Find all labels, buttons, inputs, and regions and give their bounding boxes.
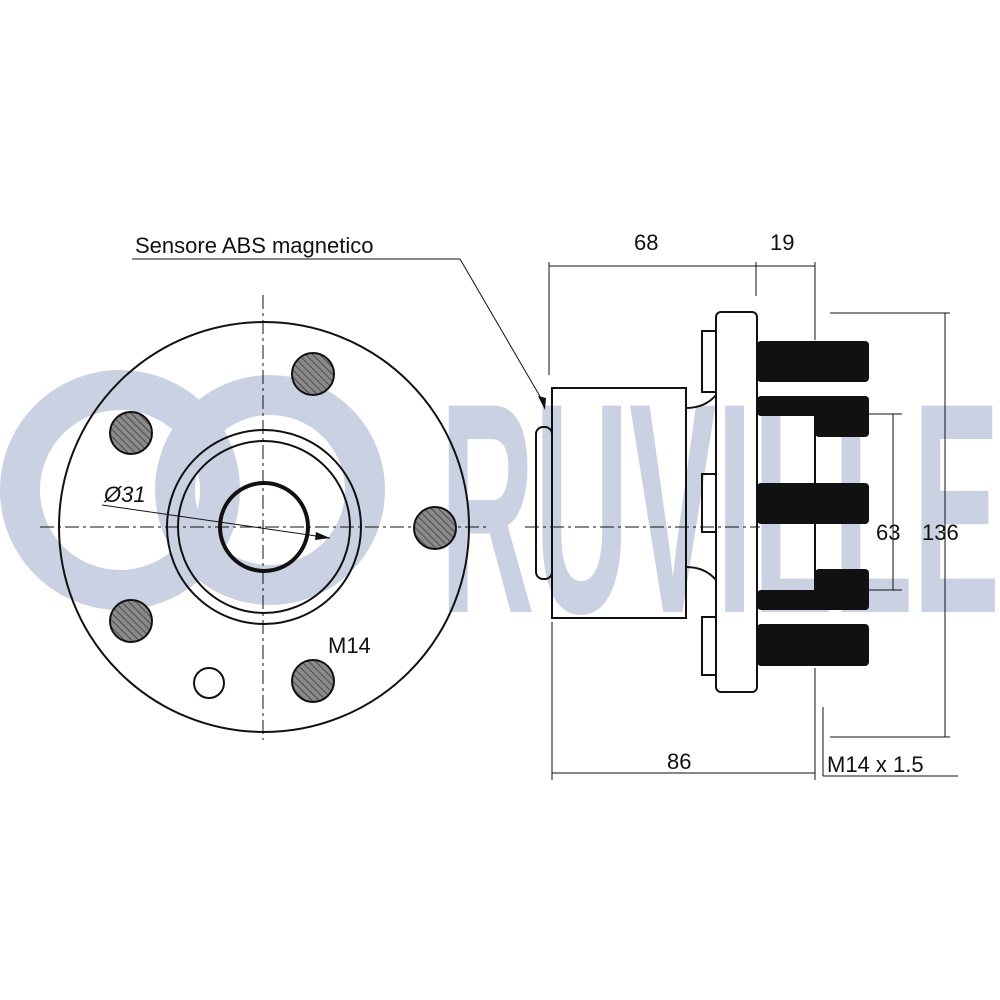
brand-watermark: RUVILLE: [0, 340, 1000, 676]
stud-hole: [291, 352, 335, 396]
hub-ring-outer: [166, 429, 362, 625]
hub-ring-inner: [177, 440, 351, 614]
watermark-text: RUVILLE: [440, 340, 1000, 676]
sensor-label: Sensore ABS magnetico: [135, 233, 373, 258]
stud-hole: [291, 659, 335, 703]
diameter-leader: [101, 504, 331, 539]
flange-outline: [58, 321, 470, 733]
dimension-63: 63: [876, 520, 900, 545]
sensor-leader: [459, 258, 546, 406]
wheel-studs: [757, 341, 869, 666]
dimension-86: 86: [667, 749, 691, 774]
stud-holes: [109, 352, 457, 703]
dimension-19: 19: [770, 230, 794, 255]
positioning-hole: [193, 667, 225, 699]
bore-circle: [218, 481, 310, 573]
front-view: [40, 295, 490, 740]
side-view: [525, 311, 869, 693]
wheel-stud: [757, 341, 869, 382]
dimension-lines: [548, 262, 958, 780]
wheel-stud: [757, 483, 869, 524]
dimension-136: 136: [922, 520, 959, 545]
bore-diameter-label: Ø31: [103, 482, 146, 507]
arrow-icon: [315, 532, 330, 540]
dimension-68: 68: [634, 230, 658, 255]
wheel-stud: [757, 624, 869, 666]
thread-spec-label: M14 x 1.5: [827, 752, 924, 777]
stud-hole: [109, 599, 153, 643]
stud-thread-label: M14: [328, 633, 371, 658]
stud-hole: [109, 411, 153, 455]
stud-hole: [413, 506, 457, 550]
arrow-icon: [538, 396, 546, 410]
abs-sensor-ring: [535, 426, 553, 580]
